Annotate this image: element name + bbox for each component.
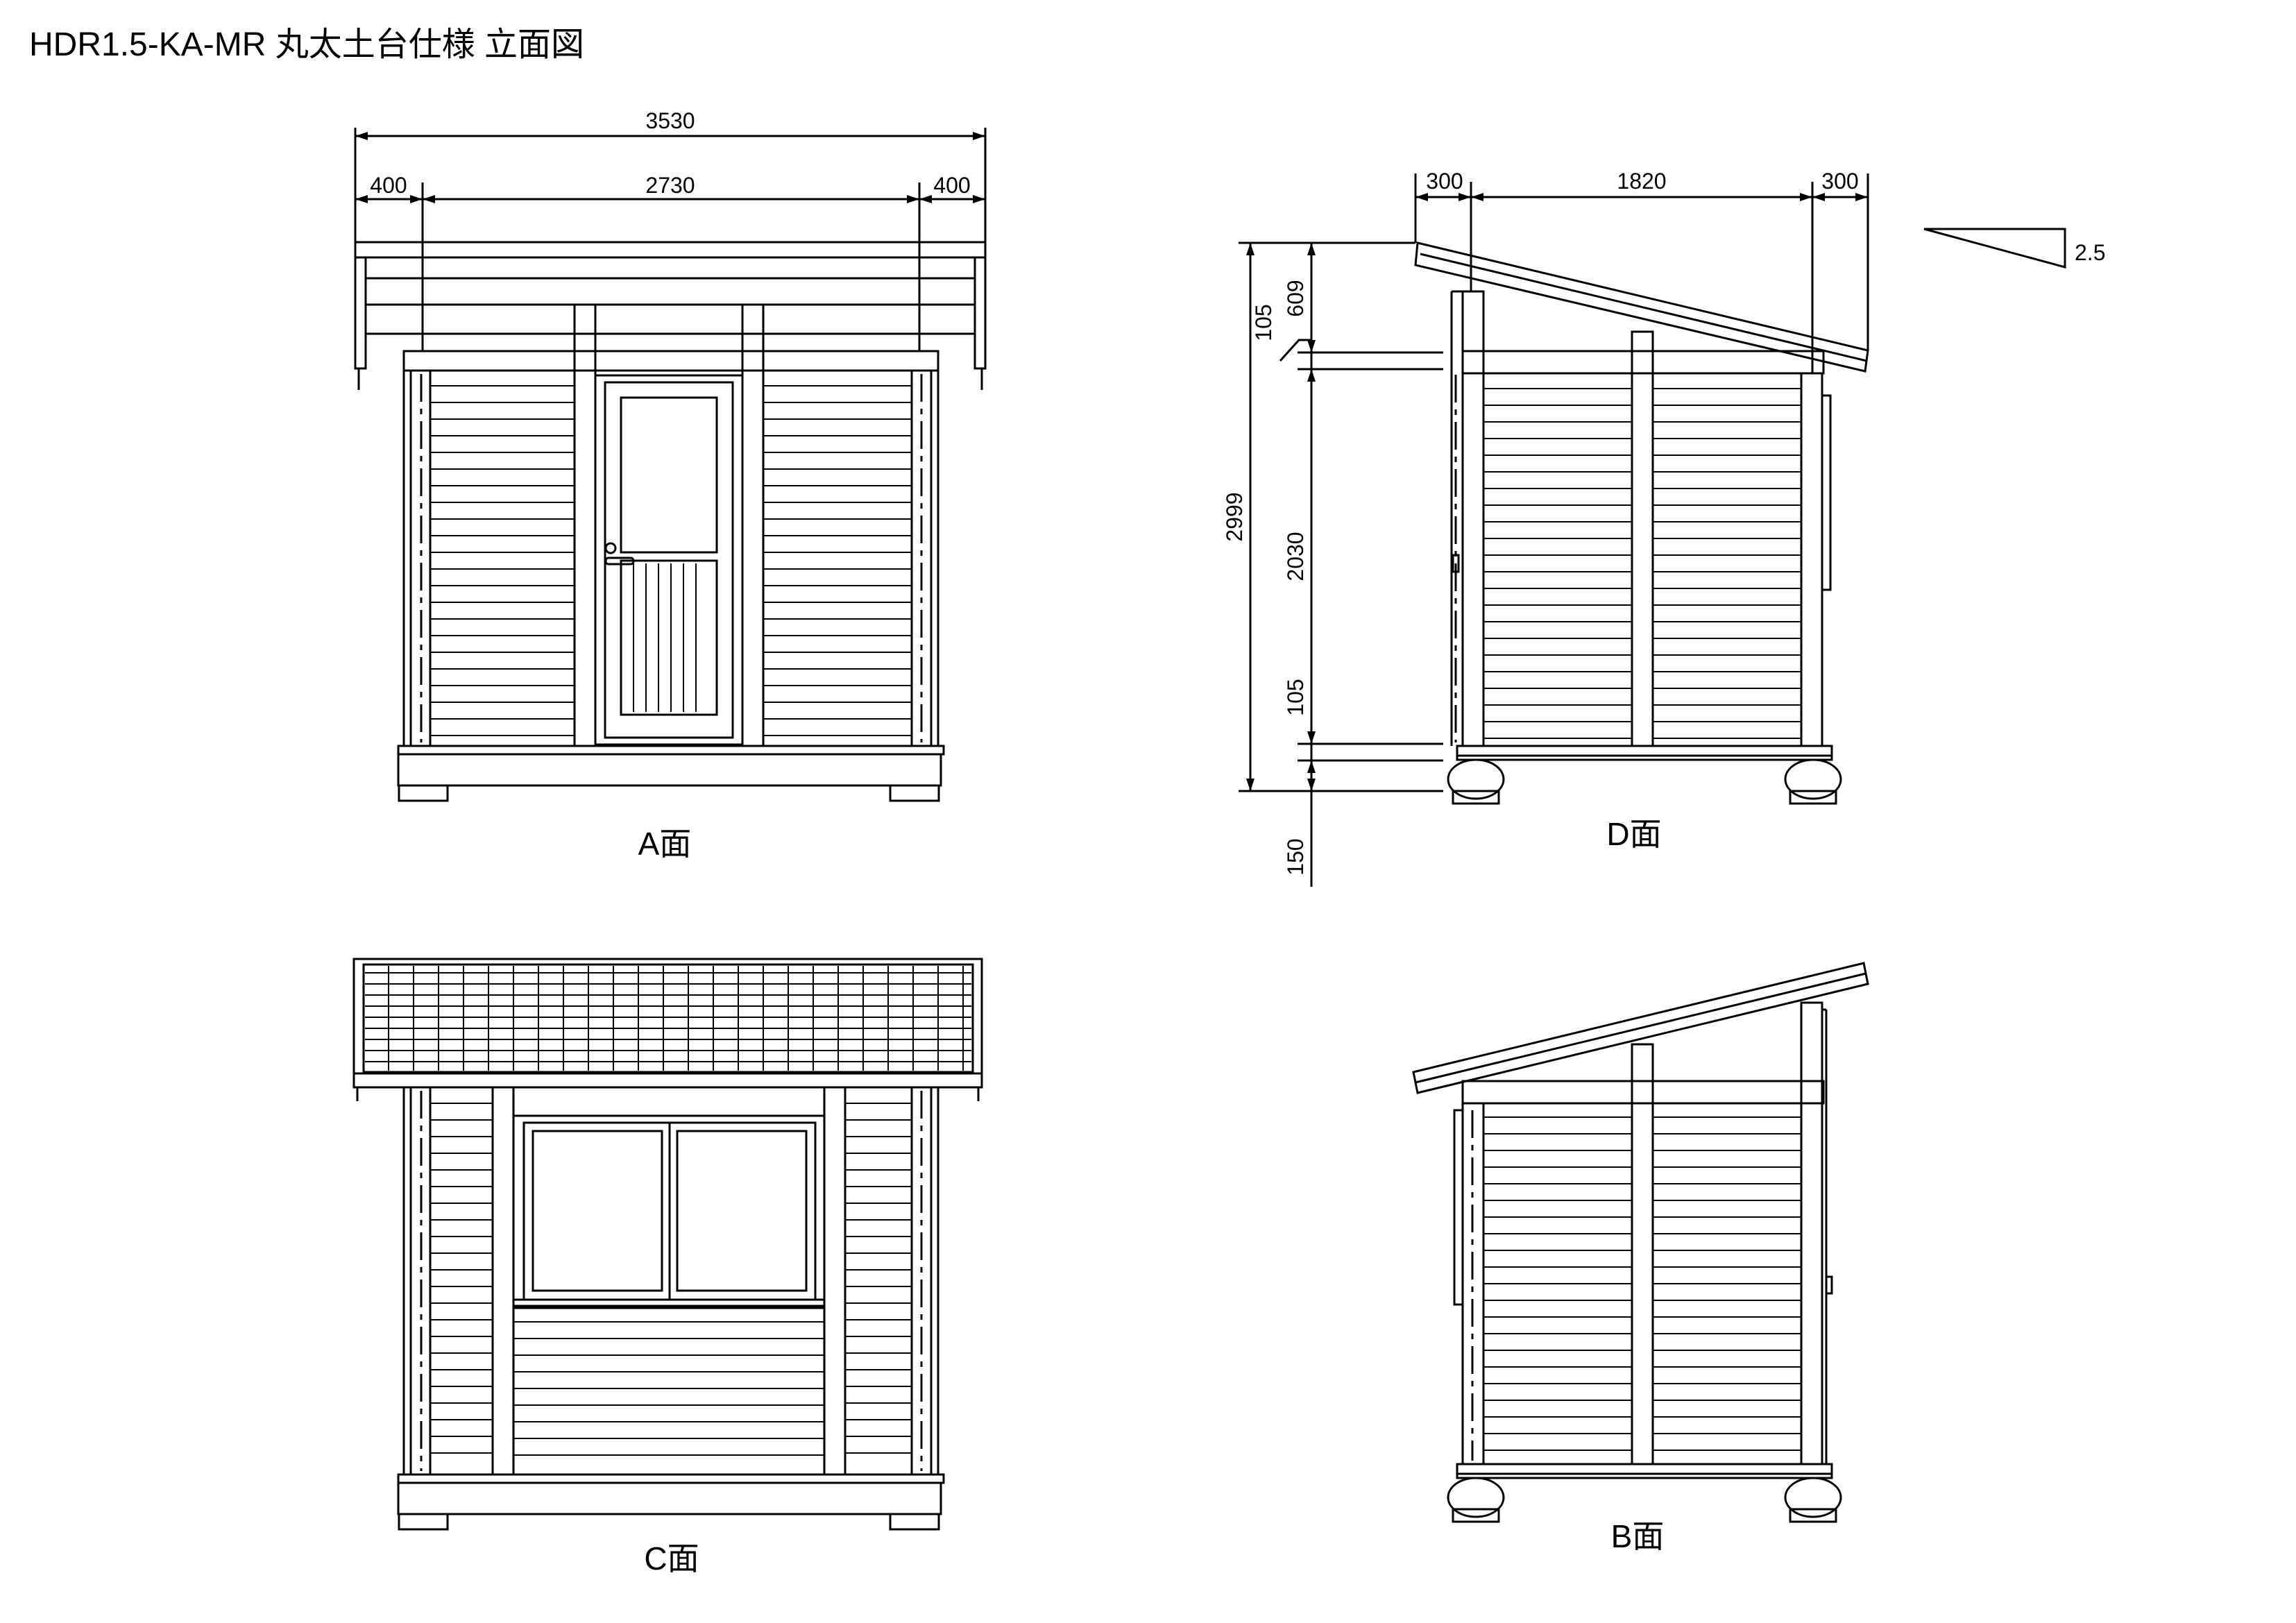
c-sill xyxy=(397,1473,945,1484)
view-d: 300 1820 300 2999 609 105 2030 105 150 D… xyxy=(1222,169,1869,887)
d-post-left xyxy=(1461,290,1485,747)
d-dim-center: 1820 xyxy=(1617,169,1666,194)
b-log-left xyxy=(1447,1477,1505,1518)
d-dim-total: 2999 xyxy=(1222,492,1247,541)
c-foot-left xyxy=(398,1513,449,1531)
b-post-mid xyxy=(1631,1043,1654,1465)
c-base-plate xyxy=(397,1481,942,1515)
a-door-panel xyxy=(620,559,718,716)
d-beam xyxy=(1461,350,1825,375)
a-dim-overall: 3530 xyxy=(645,108,695,133)
slope-indicator: 2.5 xyxy=(1923,228,2105,269)
d-log-left xyxy=(1447,758,1505,800)
b-post-right xyxy=(1800,1001,1823,1465)
c-post-mid-left xyxy=(491,1086,515,1476)
a-base-plate xyxy=(397,753,942,787)
d-sill xyxy=(1456,745,1833,757)
a-lintel xyxy=(364,303,976,335)
a-door-glass xyxy=(620,396,718,554)
a-foot-left xyxy=(398,784,449,802)
d-dim-105-bottom: 105 xyxy=(1283,679,1308,715)
a-roof-top xyxy=(354,241,987,259)
b-view-label: B面 xyxy=(1611,1518,1665,1554)
b-siding-lines xyxy=(1483,1116,1801,1451)
drawing-title: HDR1.5-KA-MR 丸太土台仕様 立面図 xyxy=(29,26,584,63)
b-sill xyxy=(1456,1463,1833,1475)
a-dim-left: 400 xyxy=(370,173,407,198)
d-dim-right: 300 xyxy=(1821,169,1858,194)
a-eave-right xyxy=(973,256,987,370)
a-view-label: A面 xyxy=(638,826,692,862)
d-roof xyxy=(1414,241,1869,373)
c-roof-panel xyxy=(362,963,974,1073)
d-dim-left: 300 xyxy=(1426,169,1463,194)
a-beam xyxy=(402,350,939,372)
d-dim-609: 609 xyxy=(1283,280,1308,316)
slope-value: 2.5 xyxy=(2075,240,2105,265)
b-side-panel xyxy=(1453,1109,1464,1306)
d-log-right xyxy=(1784,758,1842,800)
c-siding-lines xyxy=(430,1103,912,1456)
a-siding-lines xyxy=(430,385,912,736)
d-post-right xyxy=(1800,372,1823,747)
d-base-plate xyxy=(1456,754,1833,761)
a-roof-fascia xyxy=(364,256,976,280)
view-b: B面 xyxy=(1412,962,1869,1554)
c-post-mid-right xyxy=(823,1086,847,1476)
d-side-panel xyxy=(1821,394,1832,591)
slope-triangle-icon xyxy=(1923,228,2066,269)
b-door-handle-icon xyxy=(1825,1275,1833,1295)
c-roof-grid xyxy=(365,966,971,1071)
b-log-right xyxy=(1784,1477,1842,1518)
a-foot-right xyxy=(889,784,940,802)
view-a: 3530 400 2730 400 A面 xyxy=(354,108,987,862)
a-dim-right: 400 xyxy=(933,173,970,198)
d-door-handle-icon xyxy=(1452,554,1460,573)
c-foot-right xyxy=(889,1513,940,1531)
d-siding-lines xyxy=(1483,388,1801,739)
a-door-knob-icon xyxy=(604,542,617,554)
b-base-plate xyxy=(1456,1472,1833,1479)
d-post-mid xyxy=(1631,330,1654,747)
view-c: C面 xyxy=(352,958,983,1577)
c-window-sill xyxy=(512,1298,826,1309)
a-sill xyxy=(397,745,945,756)
a-dim-center: 2730 xyxy=(645,173,695,198)
a-door-handle-icon xyxy=(604,556,635,566)
d-dim-150: 150 xyxy=(1283,838,1308,875)
b-beam xyxy=(1461,1080,1825,1105)
a-eave-left xyxy=(354,256,367,370)
c-view-label: C面 xyxy=(644,1540,699,1577)
b-roof xyxy=(1412,962,1869,1094)
a-door-slats xyxy=(633,563,697,712)
a-roof-underside xyxy=(364,277,976,306)
d-dim-2030: 2030 xyxy=(1283,532,1308,581)
d-dim-105-top: 105 xyxy=(1251,304,1276,341)
c-eave-bar xyxy=(352,1072,983,1089)
d-view-label: D面 xyxy=(1606,816,1661,852)
